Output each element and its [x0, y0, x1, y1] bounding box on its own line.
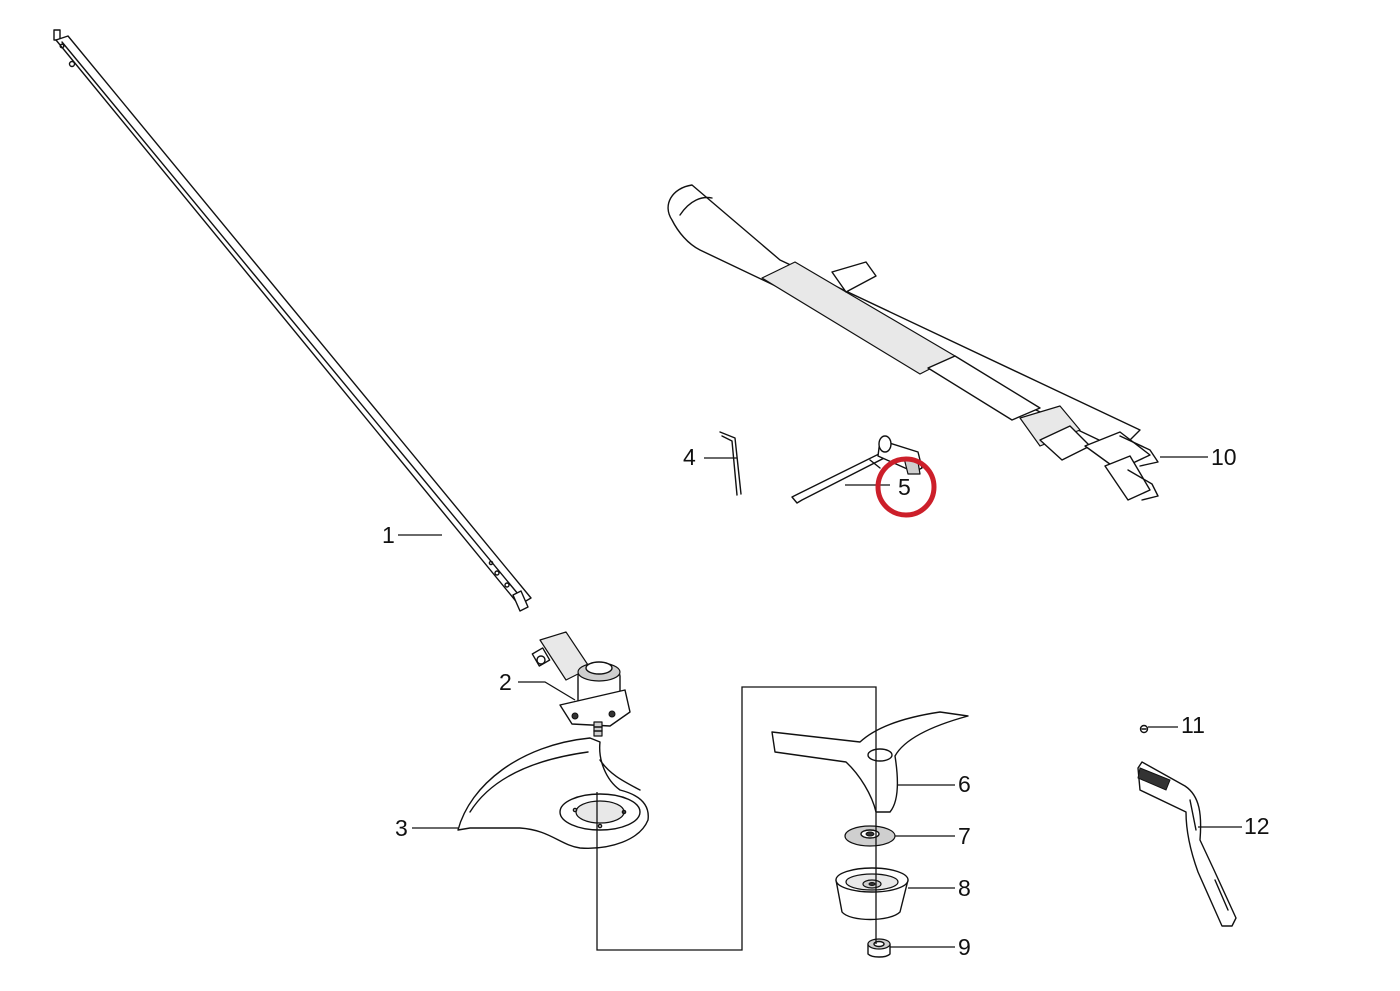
callout-8: 8: [958, 875, 971, 901]
callout-10: 10: [1211, 444, 1237, 470]
callout-2: 2: [499, 669, 512, 695]
part-screw: [1139, 724, 1149, 734]
callout-6: 6: [958, 771, 971, 797]
leader-2: [518, 681, 576, 701]
part-nut: [867, 938, 891, 958]
part-shoulder-strap: [667, 184, 1159, 501]
highlight-ring: [875, 456, 937, 518]
callout-11: 11: [1181, 712, 1205, 738]
callout-9: 9: [958, 934, 971, 960]
part-hex-key: [719, 431, 742, 496]
callout-5: 5: [898, 474, 911, 500]
assembly-bracket: [596, 686, 877, 951]
part-tool: [791, 435, 923, 504]
callout-3: 3: [395, 815, 408, 841]
callout-7: 7: [958, 823, 971, 849]
part-shaft-tube: [53, 29, 532, 612]
part-handle: [1137, 761, 1237, 927]
callout-4: 4: [683, 444, 696, 470]
part-guard: [457, 737, 649, 849]
part-washer: [844, 825, 896, 847]
part-gear-head: [531, 631, 631, 737]
part-blade: [771, 711, 969, 813]
callout-1: 1: [382, 522, 395, 548]
part-cup: [835, 867, 909, 921]
callout-12: 12: [1244, 813, 1270, 839]
